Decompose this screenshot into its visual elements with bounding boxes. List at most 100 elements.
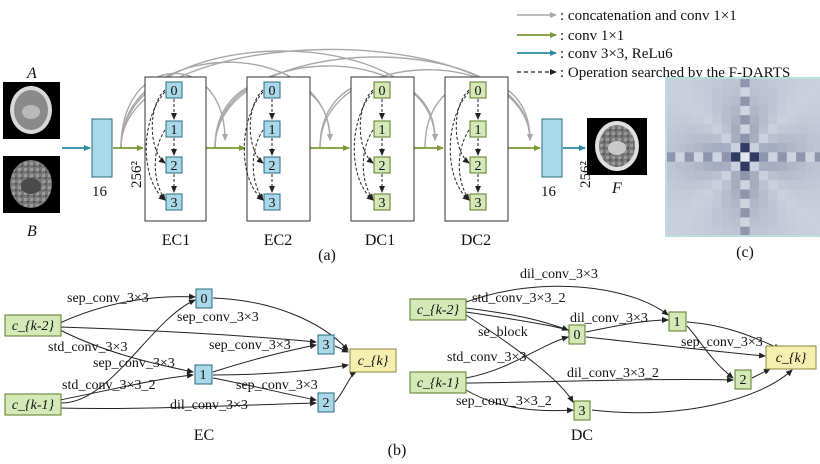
kernel-cell	[675, 105, 685, 116]
kernel-cell	[758, 189, 769, 200]
kernel-cell	[712, 180, 723, 190]
kernel-cell	[693, 180, 704, 190]
kernel-cell	[805, 161, 815, 172]
node-label: 2	[475, 159, 482, 174]
kernel-cell	[796, 198, 806, 209]
ec-node-1-label: 1	[200, 368, 207, 383]
kernel-cell	[796, 161, 806, 172]
kernel-cell	[666, 161, 676, 172]
kernel-cell	[768, 105, 778, 116]
kernel-cell	[693, 226, 704, 237]
kernel-cell	[814, 161, 820, 172]
kernel-cell	[666, 208, 676, 218]
kernel-cell	[758, 226, 769, 237]
kernel-cell	[768, 170, 778, 181]
kernel-grid	[665, 77, 820, 237]
kernel-frame	[665, 77, 820, 237]
node-label: 0	[171, 84, 178, 99]
dc-op-label: se_block	[478, 325, 528, 340]
kernel-cell	[805, 152, 815, 162]
dc-node-1	[668, 311, 687, 332]
kernel-cell	[814, 170, 820, 181]
dc-node-0	[568, 324, 586, 345]
kernel-cell	[768, 78, 778, 88]
kernel-cell	[758, 208, 769, 218]
kernel-cell	[814, 115, 820, 125]
dc-node-3	[573, 400, 591, 421]
kernel-cell	[786, 143, 797, 153]
legend-concat-text: : concatenation and conv 1×1	[560, 8, 737, 24]
kernel-cell	[814, 180, 820, 190]
kernel-cell	[786, 87, 797, 97]
kernel-cell	[675, 124, 685, 135]
kernel-cell	[684, 78, 695, 88]
node-label: 1	[379, 123, 386, 138]
kernel-cell	[740, 152, 750, 162]
kernel-cell	[731, 152, 741, 162]
kernel-cell	[758, 124, 769, 135]
kernel-cell	[684, 189, 695, 200]
kernel-cell	[749, 78, 760, 88]
kernel-cell	[712, 96, 723, 107]
kernel-cell	[693, 170, 704, 181]
ec-node-3	[317, 334, 335, 355]
ec-title: EC	[194, 427, 214, 444]
input-b-label: B	[27, 223, 37, 240]
kernel-cell	[805, 87, 815, 97]
kernel-cell	[796, 115, 806, 125]
size-in-label: 256²	[129, 161, 145, 189]
kernel-cell	[749, 170, 760, 181]
block-label-ec2: EC2	[264, 232, 292, 249]
kernel-cell	[814, 96, 820, 107]
kernel-cell	[703, 96, 713, 107]
kernel-cell	[796, 189, 806, 200]
kernel-cell	[712, 124, 723, 135]
kernel-cell	[777, 189, 788, 200]
kernel-cell	[693, 105, 704, 116]
kernel-cell	[693, 96, 704, 107]
ec-input-k-2-label: c_{k-2}	[12, 319, 55, 334]
kernel-cell	[703, 124, 713, 135]
kernel-cell	[693, 208, 704, 218]
cell-node-0	[165, 81, 183, 99]
kernel-cell	[796, 124, 806, 135]
kernel-cell	[684, 124, 695, 135]
node-label: 2	[379, 159, 386, 174]
kernel-cell	[768, 143, 778, 153]
kernel-cell	[805, 133, 815, 144]
kernel-cell	[721, 217, 732, 227]
kernel-cell	[693, 143, 704, 153]
kernel-cell	[786, 152, 797, 162]
kernel-cell	[684, 87, 695, 97]
kernel-cell	[749, 124, 760, 135]
kernel-cell	[777, 96, 788, 107]
kernel-cell	[758, 133, 769, 144]
kernel-cell	[675, 189, 685, 200]
kernel-cell	[712, 161, 723, 172]
kernel-cell	[777, 133, 788, 144]
kernel-cell	[758, 152, 769, 162]
block-dc2: 0 1 2 3 DC2	[444, 76, 509, 249]
kernel-cell	[666, 133, 676, 144]
dc-op-label: sep_conv_3×3_2	[456, 394, 552, 409]
dc-op-label: dil_conv_3×3_2	[567, 366, 659, 381]
kernel-cell	[684, 208, 695, 218]
kernel-cell	[721, 105, 732, 116]
kernel-cell	[721, 96, 732, 107]
block-dc1: 0 1 2 3 DC1	[350, 76, 415, 249]
kernel-cell	[805, 96, 815, 107]
kernel-cell	[805, 170, 815, 181]
dc-op-label: dil_conv_3×3	[520, 267, 598, 282]
fused-image	[587, 118, 647, 175]
kernel-cell	[796, 133, 806, 144]
kernel-cell	[758, 217, 769, 227]
kernel-cell	[740, 96, 750, 107]
kernel-cell	[721, 189, 732, 200]
kernel-cell	[796, 217, 806, 227]
kernel-cell	[796, 152, 806, 162]
ec-input-k-1	[4, 393, 62, 416]
kernel-cell	[749, 180, 760, 190]
kernel-cell	[749, 105, 760, 116]
dc-input-k-1-label: c_{k-1}	[417, 376, 460, 391]
kernel-cell	[675, 198, 685, 209]
